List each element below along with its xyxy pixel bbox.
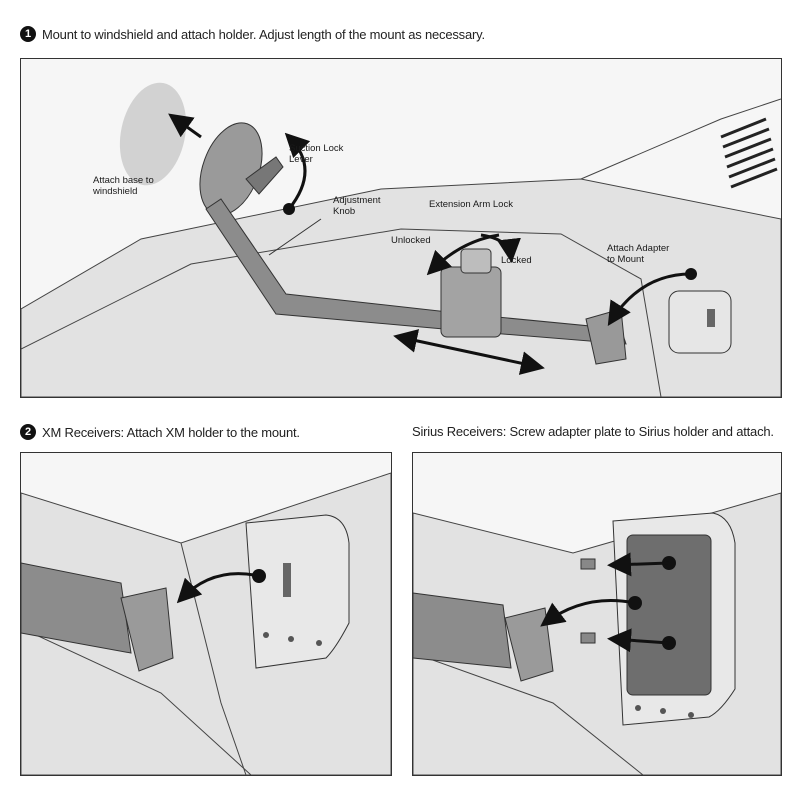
sirius-illustration — [412, 452, 782, 776]
adapter-piece — [668, 290, 732, 354]
adapter-plate — [626, 534, 712, 696]
sirius-text: Sirius Receivers: Screw adapter plate to… — [412, 424, 774, 439]
xm-holder — [245, 514, 350, 669]
step-2-heading: 2 XM Receivers: Attach XM holder to the … — [20, 424, 300, 440]
callout-extension-arm-lock: Extension Arm Lock — [429, 199, 513, 210]
callout-locked: Locked — [501, 255, 532, 266]
mount-adapter — [120, 587, 174, 672]
callout-unlocked: Unlocked — [391, 235, 431, 246]
step-2-xm-text: XM Receivers: Attach XM holder to the mo… — [42, 424, 300, 440]
mount-arm — [21, 562, 132, 654]
xm-holder-drawing — [21, 453, 391, 775]
step-1-heading: 1 Mount to windshield and attach holder.… — [20, 26, 485, 42]
mount-arm — [413, 592, 512, 669]
windshield-mount-drawing — [21, 59, 781, 397]
xm-illustration — [20, 452, 392, 776]
callout-adjustment-knob: Adjustment Knob — [333, 195, 381, 217]
sirius-heading: Sirius Receivers: Screw adapter plate to… — [412, 424, 774, 439]
sirius-holder-drawing — [413, 453, 781, 775]
callout-attach-base: Attach base to windshield — [93, 175, 154, 197]
extension-arm — [205, 198, 627, 345]
extension-arm-lock — [440, 266, 502, 338]
step-2-number: 2 — [20, 424, 36, 440]
vent-grille — [720, 117, 778, 189]
step-1-number: 1 — [20, 26, 36, 42]
callout-attach-adapter: Attach Adapter to Mount — [607, 243, 670, 265]
callout-suction-lock: Suction Lock Lever — [289, 143, 344, 165]
step-1-illustration: Attach base to windshield Suction Lock L… — [20, 58, 782, 398]
step-1-text: Mount to windshield and attach holder. A… — [42, 26, 485, 42]
windshield-target — [119, 82, 187, 186]
